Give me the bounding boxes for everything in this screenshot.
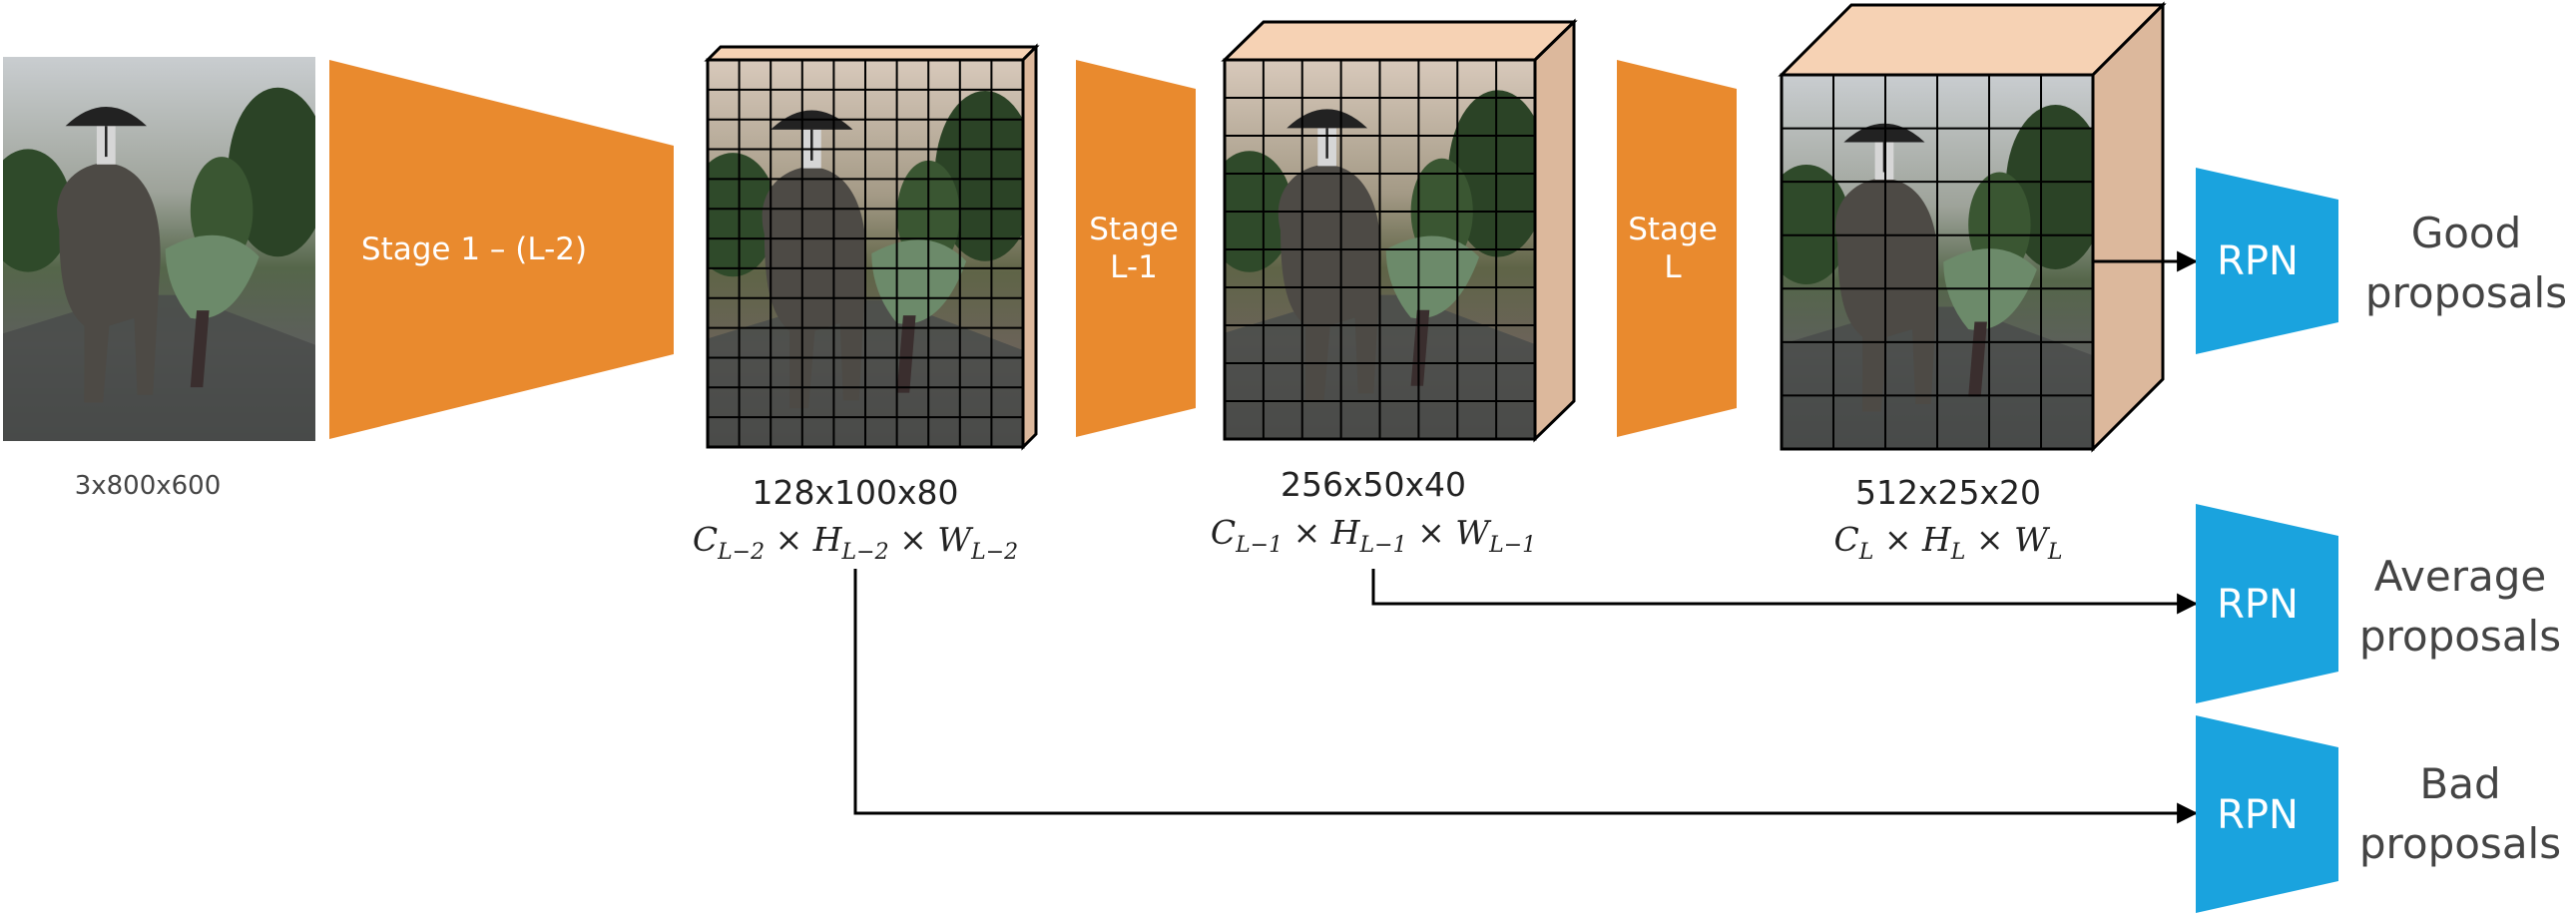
rpn-good-output-line2: proposals (2365, 268, 2567, 317)
stage-l-label-line2: L (1664, 249, 1682, 285)
input-size-label: 3x800x600 (75, 471, 222, 501)
feature-map-l-1 (1221, 18, 1578, 443)
cube-side (1533, 18, 1576, 443)
feature-map-l-2 (704, 43, 1040, 451)
fm-l-2-formula: CL−2 × HL−2 × WL−2 (693, 520, 1018, 565)
rpn-bad-output-line1: Bad (2419, 759, 2500, 808)
stage-l-block (1617, 60, 1737, 437)
stage-1-block (329, 60, 674, 439)
feature-photo-icon (708, 60, 1023, 447)
rpn-average-block (2196, 504, 2338, 703)
elephant-photo-icon (3, 57, 315, 441)
rpn-good-output-line1: Good (2411, 209, 2522, 257)
rpn-bad: RPN (2196, 715, 2338, 913)
rpn-bad-label: RPN (2217, 792, 2299, 838)
stage-l-1-label-line1: Stage (1089, 212, 1179, 247)
input-photo (3, 57, 315, 441)
cube-top (1221, 20, 1578, 62)
cube-side (1021, 43, 1038, 451)
rpn-average-label: RPN (2217, 582, 2299, 628)
feature-map-l (1778, 1, 2167, 453)
rpn-average: RPN (2196, 504, 2338, 703)
rpn-bad-block (2196, 715, 2338, 913)
fm-l-formula: CL × HL × WL (1833, 520, 2062, 565)
rpn-average-output-line2: proposals (2359, 612, 2561, 661)
stage-1-label: Stage 1 – (L-2) (361, 231, 587, 267)
rpn-bad-output-line2: proposals (2359, 819, 2561, 868)
rpn-good-label: RPN (2217, 238, 2299, 284)
rpn-average-output-line1: Average (2374, 552, 2546, 601)
rpn-good: RPN (2196, 168, 2338, 354)
fm-l-1-formula: CL−1 × HL−1 × WL−1 (1211, 513, 1536, 558)
feature-grid (708, 60, 1023, 447)
fm-l-size: 512x25x20 (1855, 473, 2041, 512)
stage-l-1-label-line2: L-1 (1110, 249, 1158, 285)
cube-side (2091, 1, 2165, 453)
arrow-to-rpn-bad (853, 569, 2199, 824)
rpn-good-block (2196, 168, 2338, 354)
cube-top (704, 45, 1040, 62)
stage-l-label-line1: Stage (1628, 212, 1718, 247)
fm-l-2-size: 128x100x80 (752, 473, 958, 512)
stage-l-1-block (1076, 60, 1196, 437)
feature-photo-icon (1782, 75, 2093, 449)
feature-grid (1225, 60, 1535, 439)
fm-l-1-size: 256x50x40 (1281, 465, 1466, 504)
feature-grid (1782, 75, 2093, 449)
arrow-to-rpn-average (1371, 569, 2199, 615)
